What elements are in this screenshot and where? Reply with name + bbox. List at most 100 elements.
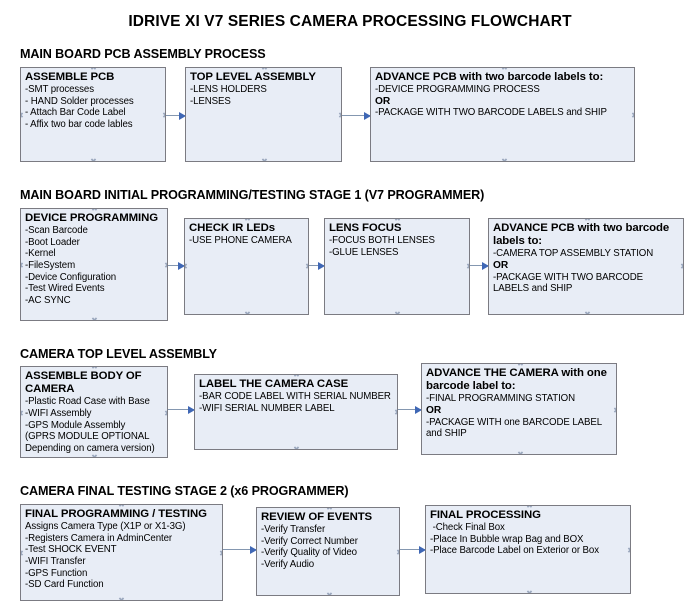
resize-handle-bottom[interactable]: ✖ xyxy=(91,316,98,321)
node-line: -AC SYNC xyxy=(25,294,71,306)
node-line: -WIFI Assembly xyxy=(25,408,92,419)
arrowhead-icon xyxy=(415,406,422,414)
node-line: -WIFI SERIAL NUMBER LABEL xyxy=(199,402,335,414)
resize-handle-bottom[interactable]: ✖ xyxy=(293,445,300,450)
node-line: -Check Final Box xyxy=(430,522,505,534)
node-line: -Verify Audio xyxy=(261,558,315,570)
node-line: -Test SHOCK EVENT xyxy=(25,544,117,556)
resize-handle-right[interactable]: ✖ xyxy=(631,112,634,120)
resize-handle-right[interactable]: ✖ xyxy=(305,263,308,271)
node-line: -LENS HOLDERS xyxy=(190,84,267,96)
resize-handle-bottom[interactable]: ✖ xyxy=(326,591,333,596)
node-line: Depending on camera version) xyxy=(25,442,155,454)
resize-handle-right[interactable]: ✖ xyxy=(466,263,469,271)
node-review-of-events[interactable]: REVIEW OF EVENTS -Verify Transfer -Verif… xyxy=(256,507,400,596)
node-advance-the-camera[interactable]: ADVANCE THE CAMERA with one barcode labe… xyxy=(421,363,617,455)
resize-handle-right[interactable]: ✖ xyxy=(219,550,222,558)
resize-handle-top[interactable]: ✖ xyxy=(584,218,591,223)
resize-handle-top[interactable]: ✖ xyxy=(244,218,251,223)
node-line: -Registers Camera in AdminCenter xyxy=(25,532,173,544)
resize-handle-right[interactable]: ✖ xyxy=(394,409,397,417)
node-title: ASSEMBLE PCB xyxy=(25,71,115,83)
node-line: - HAND Solder processes xyxy=(25,95,134,107)
resize-handle-top[interactable]: ✖ xyxy=(293,374,300,379)
arrowhead-icon xyxy=(318,262,325,270)
node-check-ir-leds[interactable]: CHECK IR LEDs -USE PHONE CAMERA ✖ ✖ ✖ ✖ xyxy=(184,218,309,315)
resize-handle-right[interactable]: ✖ xyxy=(396,549,399,557)
node-title: FINAL PROGRAMMING / TESTING xyxy=(25,508,207,520)
resize-handle-bottom[interactable]: ✖ xyxy=(244,310,251,315)
resize-handle-left[interactable]: ✖ xyxy=(21,410,24,418)
node-line: -SMT processes xyxy=(25,84,94,96)
node-line: (GPRS MODULE OPTIONAL xyxy=(25,431,150,443)
resize-handle-top[interactable]: ✖ xyxy=(526,505,533,510)
node-line: -PACKAGE WITH TWO BARCODE LABELS and SHI… xyxy=(375,107,607,119)
resize-handle-top[interactable]: ✖ xyxy=(91,366,98,371)
node-line-or: OR xyxy=(375,95,391,107)
node-final-programming-testing[interactable]: FINAL PROGRAMMING / TESTING Assigns Came… xyxy=(20,504,223,601)
resize-handle-top[interactable]: ✖ xyxy=(118,504,125,509)
connector-arrow xyxy=(168,262,185,270)
node-line: -GLUE LENSES xyxy=(329,246,399,258)
node-assemble-pcb[interactable]: ASSEMBLE PCB -SMT processes - HAND Solde… xyxy=(20,67,166,162)
node-title: ADVANCE PCB with two barcode labels to: xyxy=(493,222,673,248)
resize-handle-right[interactable]: ✖ xyxy=(164,410,167,418)
node-title: ADVANCE PCB with two barcode labels to: xyxy=(375,71,604,83)
node-final-processing[interactable]: FINAL PROCESSING -Check Final Box -Place… xyxy=(425,505,631,594)
resize-handle-bottom[interactable]: ✖ xyxy=(261,157,268,162)
resize-handle-bottom[interactable]: ✖ xyxy=(584,310,591,315)
resize-handle-top[interactable]: ✖ xyxy=(501,67,508,72)
resize-handle-top[interactable]: ✖ xyxy=(91,208,98,213)
arrowhead-icon xyxy=(178,262,185,270)
resize-handle-right[interactable]: ✖ xyxy=(164,262,167,270)
node-line: -LENSES xyxy=(190,95,231,107)
connector-arrow xyxy=(342,112,371,120)
resize-handle-top[interactable]: ✖ xyxy=(394,218,401,223)
node-line: -Boot Loader xyxy=(25,236,80,248)
resize-handle-right[interactable]: ✖ xyxy=(162,112,165,120)
resize-handle-top[interactable]: ✖ xyxy=(261,67,268,72)
node-advance-pcb-camera-top[interactable]: ADVANCE PCB with two barcode labels to: … xyxy=(488,218,684,315)
node-line: -FOCUS BOTH LENSES xyxy=(329,235,435,247)
resize-handle-top[interactable]: ✖ xyxy=(326,507,333,512)
connector-arrow xyxy=(309,262,325,270)
node-assemble-body-of-camera[interactable]: ASSEMBLE BODY OF CAMERA -Plastic Road Ca… xyxy=(20,366,168,458)
node-line: -Verify Quality of Video xyxy=(261,547,357,559)
resize-handle-top[interactable]: ✖ xyxy=(517,363,524,368)
resize-handle-bottom[interactable]: ✖ xyxy=(517,450,524,455)
arrowhead-icon xyxy=(364,112,371,120)
resize-handle-bottom[interactable]: ✖ xyxy=(118,596,125,601)
node-line: -BAR CODE LABEL WITH SERIAL NUMBER xyxy=(199,391,391,403)
connector-arrow xyxy=(400,546,426,554)
resize-handle-left[interactable]: ✖ xyxy=(21,262,24,270)
node-title: ADVANCE THE CAMERA with one barcode labe… xyxy=(426,367,610,393)
resize-handle-bottom[interactable]: ✖ xyxy=(394,310,401,315)
resize-handle-right[interactable]: ✖ xyxy=(627,547,630,555)
resize-handle-bottom[interactable]: ✖ xyxy=(91,453,98,458)
node-line: -Place In Bubble wrap Bag and BOX xyxy=(430,533,584,545)
resize-handle-right[interactable]: ✖ xyxy=(338,112,341,120)
node-title: REVIEW OF EVENTS xyxy=(261,511,373,523)
resize-handle-bottom[interactable]: ✖ xyxy=(526,589,533,594)
node-lens-focus[interactable]: LENS FOCUS -FOCUS BOTH LENSES -GLUE LENS… xyxy=(324,218,470,315)
page-title: IDRIVE XI V7 SERIES CAMERA PROCESSING FL… xyxy=(128,13,572,30)
resize-handle-top[interactable]: ✖ xyxy=(90,67,97,72)
node-line: -FINAL PROGRAMMING STATION xyxy=(426,393,575,405)
node-line: -Verify Correct Number xyxy=(261,535,358,547)
node-device-programming[interactable]: DEVICE PROGRAMMING -Scan Barcode -Boot L… xyxy=(20,208,168,321)
section-heading-camera-top-level-assembly: CAMERA TOP LEVEL ASSEMBLY xyxy=(20,347,217,361)
resize-handle-left[interactable]: ✖ xyxy=(185,263,188,271)
node-label-the-camera-case[interactable]: LABEL THE CAMERA CASE -BAR CODE LABEL WI… xyxy=(194,374,398,450)
resize-handle-left[interactable]: ✖ xyxy=(21,550,24,558)
node-line-or: OR xyxy=(426,405,442,416)
resize-handle-bottom[interactable]: ✖ xyxy=(90,157,97,162)
resize-handle-right[interactable]: ✖ xyxy=(613,407,616,415)
resize-handle-right[interactable]: ✖ xyxy=(680,263,683,271)
arrowhead-icon xyxy=(188,406,195,414)
node-advance-pcb-two-barcode[interactable]: ADVANCE PCB with two barcode labels to: … xyxy=(370,67,635,162)
resize-handle-bottom[interactable]: ✖ xyxy=(501,157,508,162)
resize-handle-left[interactable]: ✖ xyxy=(21,112,24,120)
node-line: -Device Configuration xyxy=(25,271,117,283)
node-line: -Verify Transfer xyxy=(261,524,326,536)
node-top-level-assembly[interactable]: TOP LEVEL ASSEMBLY -LENS HOLDERS -LENSES… xyxy=(185,67,342,162)
